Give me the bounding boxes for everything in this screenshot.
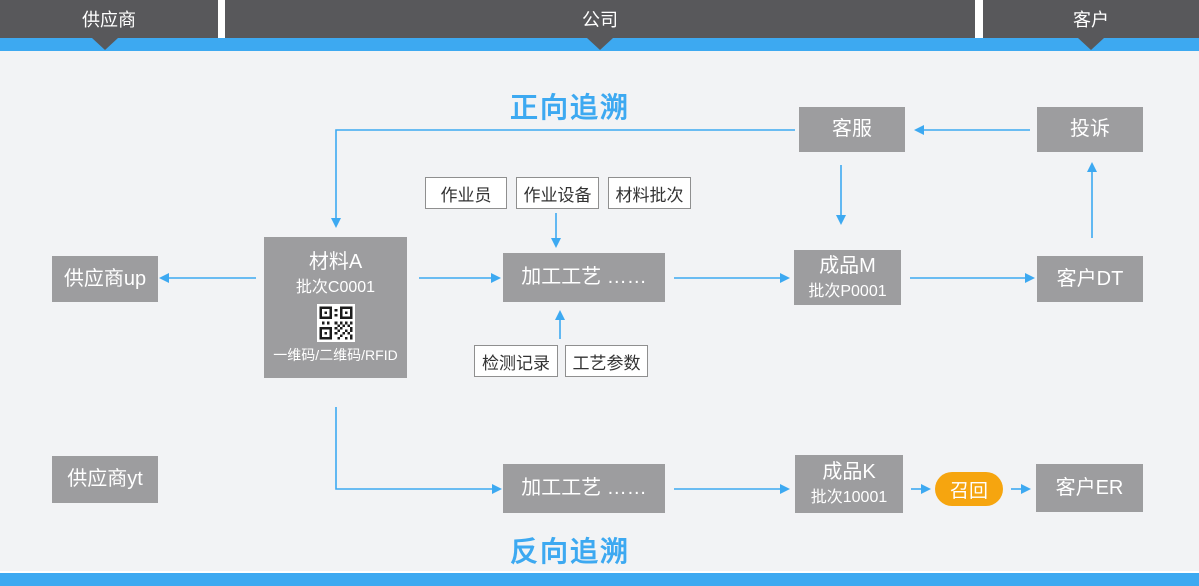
node-product-m: 成品M 批次P0001 bbox=[794, 250, 901, 305]
lane-header-customer: 客户 bbox=[983, 0, 1199, 38]
tag-material-batch: 材料批次 bbox=[608, 177, 691, 209]
footer-accent-bar bbox=[0, 573, 1199, 586]
node-code-label: 一维码/二维码/RFID bbox=[273, 347, 398, 364]
qr-code-icon bbox=[316, 304, 355, 343]
lane-label: 公司 bbox=[582, 10, 618, 30]
lane-header-supplier: 供应商 bbox=[0, 0, 218, 38]
node-label: 加工工艺 …… bbox=[521, 266, 647, 288]
tag-operator: 作业员 bbox=[425, 177, 507, 209]
recall-label: 召回 bbox=[949, 480, 988, 502]
tag-label: 作业员 bbox=[440, 185, 492, 205]
node-title: 材料A bbox=[308, 251, 363, 274]
tag-label: 材料批次 bbox=[615, 185, 684, 205]
node-material-a: 材料A 批次C0001 一维码/二维码/RFID bbox=[264, 237, 407, 378]
node-label: 客服 bbox=[832, 118, 872, 140]
lane-label: 供应商 bbox=[82, 10, 136, 30]
triangle-down-icon bbox=[1078, 38, 1104, 50]
node-label: 加工工艺 …… bbox=[521, 477, 647, 499]
lane-label: 客户 bbox=[1073, 10, 1109, 30]
node-supplier-up: 供应商up bbox=[52, 256, 158, 302]
forward-trace-title: 正向追溯 bbox=[509, 92, 630, 123]
recall-badge: 召回 bbox=[935, 472, 1003, 506]
node-product-k: 成品K 批次10001 bbox=[795, 455, 903, 513]
node-label: 客户DT bbox=[1056, 267, 1124, 290]
node-complaint: 投诉 bbox=[1037, 107, 1143, 152]
tag-label: 检测记录 bbox=[482, 353, 550, 373]
node-label: 客户ER bbox=[1055, 476, 1124, 499]
node-batch: 批次C0001 bbox=[295, 279, 376, 297]
node-label: 供应商yt bbox=[67, 468, 143, 490]
node-process-1: 加工工艺 …… bbox=[503, 253, 665, 302]
node-label: 投诉 bbox=[1070, 118, 1110, 140]
tag-label: 工艺参数 bbox=[572, 353, 641, 373]
backward-trace-title: 反向追溯 bbox=[509, 536, 630, 567]
node-customer-dt: 客户DT bbox=[1037, 256, 1143, 302]
node-batch: 批次P0001 bbox=[808, 282, 887, 300]
tag-label: 作业设备 bbox=[523, 185, 592, 205]
tag-process-params: 工艺参数 bbox=[565, 345, 648, 377]
node-title: 成品M bbox=[819, 254, 876, 277]
node-label: 供应商up bbox=[63, 267, 147, 290]
node-process-2: 加工工艺 …… bbox=[503, 464, 665, 513]
triangle-down-icon bbox=[587, 38, 613, 50]
node-title: 成品K bbox=[822, 461, 876, 483]
tag-equipment: 作业设备 bbox=[516, 177, 599, 209]
lane-header-company: 公司 bbox=[225, 0, 975, 38]
triangle-down-icon bbox=[92, 38, 118, 50]
node-batch: 批次10001 bbox=[810, 489, 888, 506]
node-customer-er: 客户ER bbox=[1036, 464, 1143, 512]
tag-inspection-record: 检测记录 bbox=[474, 345, 558, 377]
node-supplier-yt: 供应商yt bbox=[52, 456, 158, 503]
node-customer-service: 客服 bbox=[799, 107, 905, 152]
